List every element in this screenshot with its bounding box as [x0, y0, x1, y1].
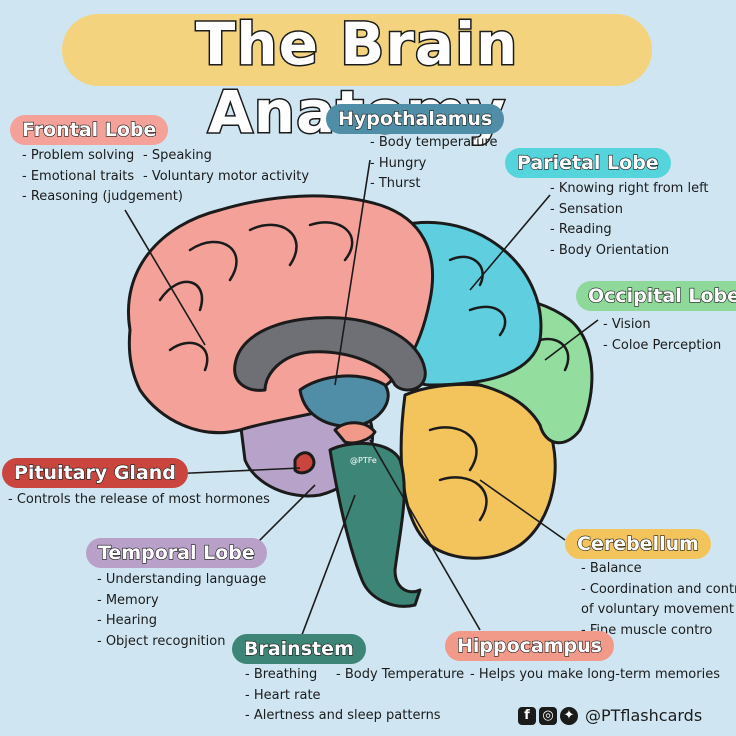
brainstem-list-2: - Body Temperature	[336, 665, 464, 686]
list-item: - Coloe Perception	[603, 337, 722, 353]
pituitary-gland-label: Pituitary Gland	[2, 458, 188, 488]
instagram-icon[interactable]: ◎	[539, 706, 557, 725]
frontal-shape	[127, 194, 435, 435]
list-item: - Knowing right from left	[550, 181, 709, 196]
list-item: - Understanding language	[97, 572, 267, 587]
parietal-lobe-label: Parietal Lobe	[505, 148, 671, 178]
temporal-lobe-label: Temporal Lobe	[86, 538, 267, 568]
list-item: - Body Orientation	[550, 242, 670, 258]
pituitary-shape	[293, 451, 316, 475]
watermark: @PTFe	[350, 456, 377, 465]
cerebellum-list: - Balance - Coordination and control of …	[581, 559, 736, 641]
hippocampus-shape	[333, 421, 377, 445]
list-item: - Vision	[603, 317, 651, 332]
facebook-icon[interactable]: f	[518, 706, 536, 725]
list-item: - Controls the release of most hormones	[8, 492, 270, 507]
temporal-lobe-list: - Understanding language - Memory - Hear…	[97, 570, 266, 652]
social-footer: f ◎ ✦ @PTflashcards	[518, 706, 702, 725]
occipital-lobe-label: Occipital Lobe	[576, 281, 736, 311]
list-item: - Breathing	[245, 667, 318, 682]
list-item: - Hearing	[97, 613, 158, 628]
hypothalamus-label: Hypothalamus	[326, 104, 505, 134]
list-item: - Body Temperature	[336, 667, 465, 682]
pituitary-gland-list: - Controls the release of most hormones	[8, 490, 270, 511]
parietal-lobe-list: - Knowing right from left - Sensation - …	[550, 179, 709, 261]
frontal-lobe-list: - Problem solving - Emotional traits - R…	[22, 146, 183, 208]
brainstem-list: - Breathing - Heart rate - Alertness and…	[245, 665, 441, 727]
hypothalamus-list: - Body temperature - Hungry - Thurst	[370, 133, 498, 195]
list-item: - Emotional traits	[22, 168, 135, 184]
list-item: - Heart rate	[245, 687, 321, 703]
list-item: - Body temperature	[370, 135, 498, 150]
list-item: - Problem solving	[22, 148, 135, 163]
list-item: - Speaking	[143, 148, 212, 163]
list-item: - Memory	[97, 592, 159, 608]
list-item: - Helps you make long-term memories	[470, 667, 720, 682]
list-item: - Balance	[581, 561, 642, 576]
list-item: - Reasoning (judgement)	[22, 189, 183, 204]
list-item: - Object recognition	[97, 633, 226, 649]
frontal-lobe-label: Frontal Lobe	[10, 115, 169, 145]
list-item: - Hungry	[370, 155, 427, 171]
list-item: - Fine muscle contro	[581, 622, 713, 638]
occipital-lobe-list: - Vision - Coloe Perception	[603, 315, 721, 356]
list-item: - Sensation	[550, 201, 623, 217]
list-item: of voluntary movement	[581, 602, 734, 617]
corpus-callosum-shape	[233, 316, 427, 392]
frontal-lobe-list-2: - Speaking - Voluntary motor activity	[143, 146, 309, 187]
hippocampus-label: Hippocampus	[445, 631, 614, 661]
hypothalamus-shape	[298, 374, 390, 428]
social-handle[interactable]: @PTflashcards	[585, 706, 703, 725]
list-item: - Voluntary motor activity	[143, 168, 310, 184]
brainstem-label: Brainstem	[232, 634, 366, 664]
hippocampus-list: - Helps you make long-term memories	[470, 665, 720, 686]
list-item: - Reading	[550, 222, 612, 237]
brainstem-shape	[328, 441, 422, 608]
list-item: - Thurst	[370, 176, 421, 191]
list-item: - Coordination and control	[581, 581, 736, 597]
cerebellum-label: Cerebellum	[565, 529, 711, 559]
title-banner	[62, 14, 652, 86]
list-item: - Alertness and sleep patterns	[245, 708, 441, 723]
twitter-icon[interactable]: ✦	[560, 706, 578, 725]
